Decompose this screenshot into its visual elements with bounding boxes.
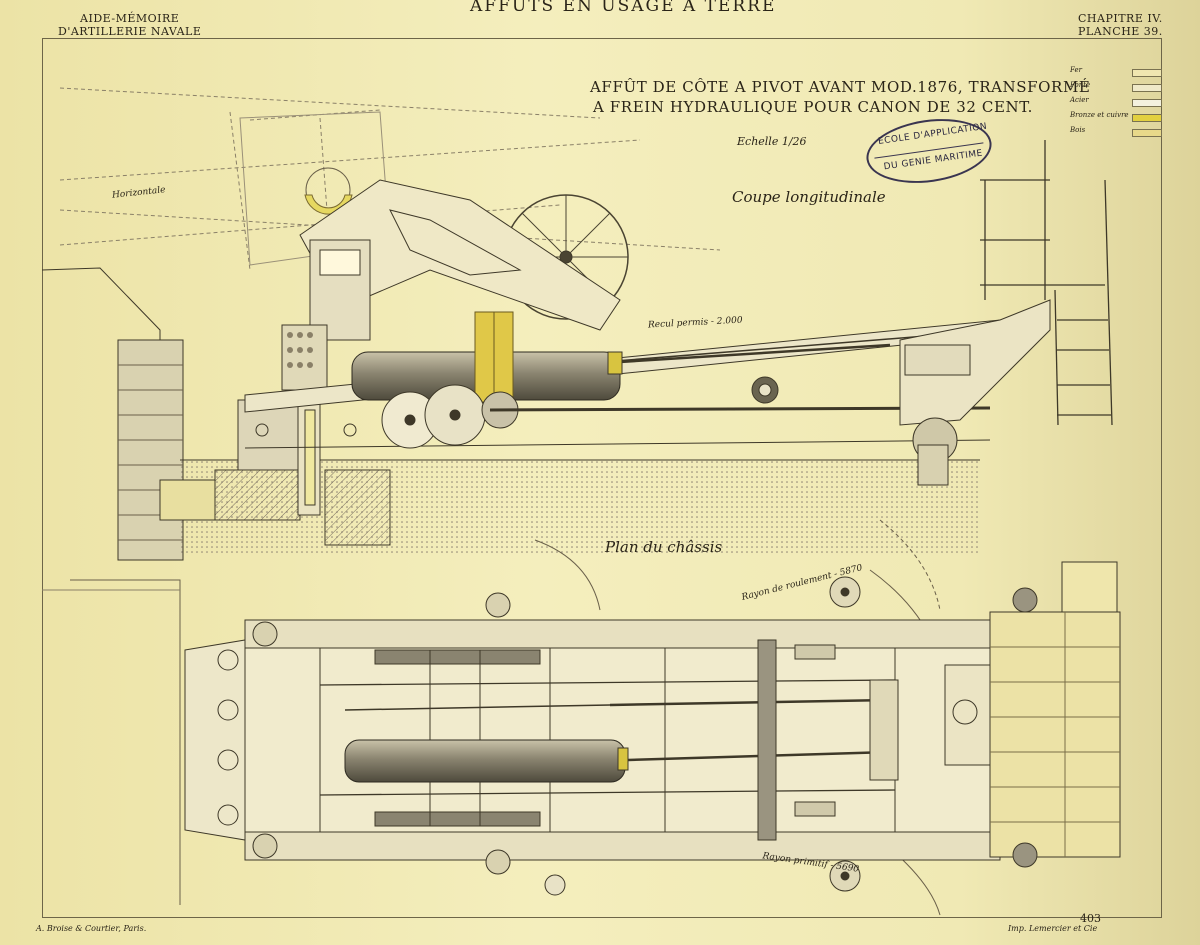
header-title: AFFUTS EN USAGE A TERRE (470, 0, 777, 16)
legend-swatch (1132, 84, 1162, 92)
section-view-label: Coupe longitudinale (732, 188, 886, 206)
header-left: AIDE-MÉMOIRE D'ARTILLERIE NAVALE (58, 12, 201, 38)
legend-label: Acier (1070, 96, 1089, 104)
legend-item: Bois (1062, 124, 1172, 139)
legend-label: Bronze et cuivre (1070, 111, 1129, 119)
scale-label: Echelle 1/26 (737, 135, 807, 148)
legend-label: Fer (1070, 66, 1082, 74)
printer-credit: Imp. Lemercier et Cie (1008, 924, 1098, 933)
section-view (41, 87, 1113, 561)
legend-item: Acier (1062, 94, 1172, 109)
legend-item: Fer (1062, 64, 1172, 79)
material-legend: Fer Fonte Acier Bronze et cuivre Bois (1062, 64, 1172, 139)
page-number: 403 (1080, 912, 1101, 925)
legend-swatch (1132, 129, 1162, 137)
chapter-label: CHAPITRE IV. (1078, 12, 1163, 25)
legend-swatch (1132, 99, 1162, 107)
legend-swatch (1132, 114, 1162, 122)
plan-view (42, 519, 1121, 916)
legend-swatch (1132, 69, 1162, 77)
plate-number: PLANCHE 39. (1078, 25, 1163, 38)
plate-frame (42, 38, 1162, 918)
legend-item: Fonte (1062, 79, 1172, 94)
legend-label: Fonte (1070, 81, 1091, 89)
legend-label: Bois (1070, 126, 1086, 134)
legend-item: Bronze et cuivre (1062, 109, 1172, 124)
plan-view-label: Plan du châssis (605, 538, 723, 556)
drawing-title-line2: A FREIN HYDRAULIQUE POUR CANON DE 32 CEN… (593, 98, 1034, 116)
drawing-title-line1: AFFÛT DE CÔTE A PIVOT AVANT MOD.1876, TR… (590, 78, 1091, 96)
engraver-credit: A. Broise & Courtier, Paris. (36, 924, 147, 933)
header-left-line2: D'ARTILLERIE NAVALE (58, 25, 202, 38)
stamp-bottom-text: DU GENIE MARITIME (883, 148, 984, 173)
header-right: CHAPITRE IV. PLANCHE 39. (1078, 12, 1163, 38)
header-left-line1: AIDE-MÉMOIRE (80, 12, 180, 25)
